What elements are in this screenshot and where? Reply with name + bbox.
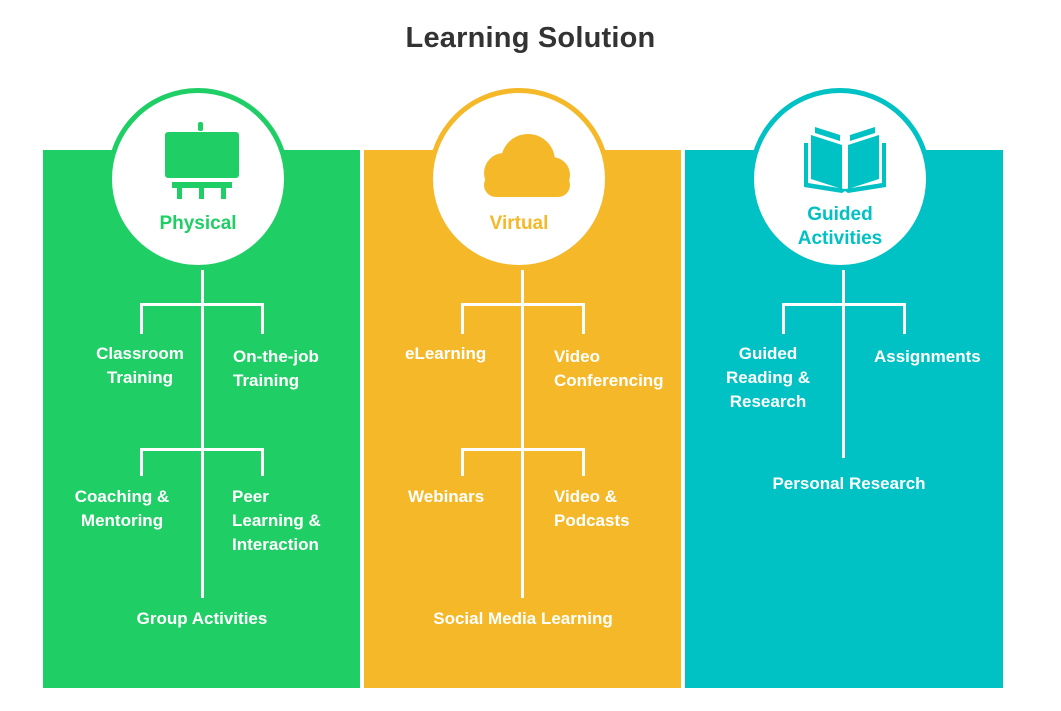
virtual-branch-line-1 [461,303,585,306]
item-on-the-job-training: On-the-job Training [233,347,319,390]
virtual-branch-drop-right-1 [582,303,585,334]
guided-activities-circle: Guided Activities [749,88,931,270]
guided-branch-drop-right-1 [903,303,906,334]
guided-branch-drop-left-1 [782,303,785,334]
page-title: Learning Solution [405,22,656,54]
virtual-label: Virtual [489,213,549,234]
physical-trunk-line [201,270,204,598]
virtual-branch-line-2 [461,448,585,451]
virtual-branch-drop-right-2 [582,448,585,476]
item-elearning: eLearning [405,344,487,363]
item-social-media-learning: Social Media Learning [433,609,613,628]
item-webinars: Webinars [408,487,485,506]
cloud-icon [484,134,570,197]
item-assignments: Assignments [874,347,981,366]
guided-trunk-line [842,270,845,458]
physical-branch-drop-right-2 [261,448,264,476]
virtual-circle: Virtual [428,88,610,270]
item-peer-learning-interaction: Peer Learning & Interaction [232,487,321,554]
item-video-conferencing: Video Conferencing [554,347,664,390]
physical-branch-drop-left-2 [140,448,143,476]
item-video-podcasts: Video & Podcasts [554,487,630,530]
physical-branch-line-1 [140,303,264,306]
physical-circle: Physical [107,88,289,270]
easel-board-icon [165,122,239,199]
virtual-branch-drop-left-2 [461,448,464,476]
guided-activities-label: Guided Activities [797,204,883,249]
virtual-trunk-line [521,270,524,598]
physical-branch-drop-right-1 [261,303,264,334]
physical-branch-drop-left-1 [140,303,143,334]
open-book-icon [804,127,886,193]
item-guided-reading-research: Guided Reading & Research [725,344,811,411]
physical-branch-line-2 [140,448,264,451]
item-group-activities: Group Activities [136,609,268,628]
virtual-branch-drop-left-1 [461,303,464,334]
guided-branch-line-1 [782,303,906,306]
item-classroom-training: Classroom Training [96,344,184,387]
item-personal-research: Personal Research [772,474,926,493]
physical-label: Physical [159,213,237,234]
item-coaching-mentoring: Coaching & Mentoring [74,487,170,530]
